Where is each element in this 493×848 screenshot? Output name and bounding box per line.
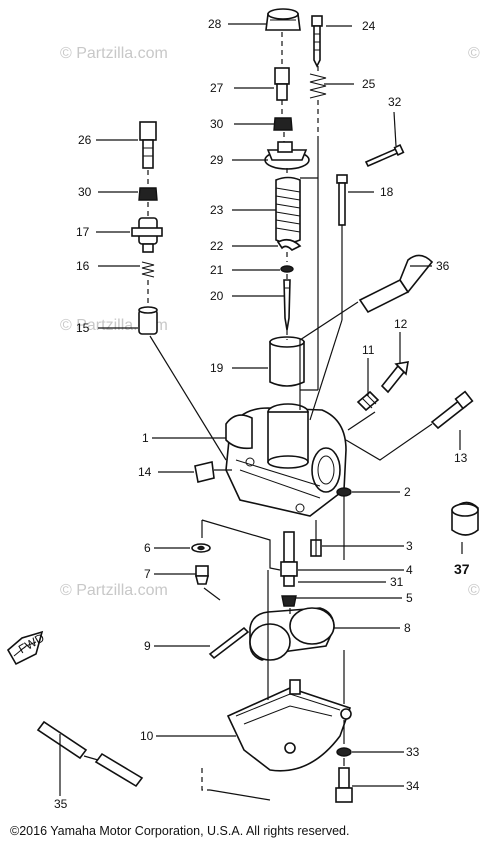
part-16-spring — [141, 261, 155, 278]
part-20-jet-needle — [283, 279, 291, 331]
assembly-guides — [83, 32, 433, 801]
callout-32: 32 — [388, 95, 402, 109]
part-17-starter-plunger-cap — [131, 217, 163, 253]
part-8-float — [249, 607, 335, 661]
callout-1: 1 — [142, 431, 149, 445]
callout-22: 22 — [210, 239, 224, 253]
callout-18: 18 — [380, 185, 394, 199]
callout-29: 29 — [210, 153, 224, 167]
part-12-pilot-screw — [380, 361, 409, 394]
part-26-cable-adjuster — [139, 121, 157, 169]
fwd-arrow-icon: FWD — [6, 630, 47, 666]
part-30-nut-upper — [273, 117, 293, 131]
callout-24: 24 — [362, 19, 376, 33]
part-30-nut-lower — [138, 187, 158, 201]
callout-34: 34 — [406, 779, 420, 793]
part-24-throttle-stop-screw — [311, 15, 323, 68]
callout-35: 35 — [54, 797, 68, 811]
part-21-washer — [280, 265, 294, 273]
part-2-gasket — [336, 487, 352, 497]
part-7-screw — [194, 565, 210, 585]
callout-37: 37 — [454, 561, 470, 577]
part-13-screw — [430, 390, 474, 430]
part-9-float-pin — [208, 626, 250, 660]
callout-17: 17 — [76, 225, 90, 239]
callout-9: 9 — [144, 639, 151, 653]
part-19-throttle-valve — [269, 336, 305, 387]
callout-3: 3 — [406, 539, 413, 553]
copyright-notice: ©2016 Yamaha Motor Corporation, U.S.A. A… — [10, 824, 350, 838]
callout-33: 33 — [406, 745, 420, 759]
watermark: © Partzilla.com — [60, 582, 168, 599]
part-34-drain-screw — [335, 767, 353, 803]
callout-14: 14 — [138, 465, 152, 479]
watermark: © — [468, 45, 480, 62]
callout-20: 20 — [210, 289, 224, 303]
callout-26: 26 — [78, 133, 92, 147]
watermarks: © Partzilla.com © Partzilla.com © Partzi… — [60, 45, 480, 599]
part-33-washer — [336, 747, 352, 757]
callout-4: 4 — [406, 563, 413, 577]
part-37-insulator — [451, 501, 479, 536]
watermark: © — [468, 582, 480, 599]
part-5-main-jet — [281, 595, 297, 607]
callout-31: 31 — [390, 575, 404, 589]
callout-2: 2 — [404, 485, 411, 499]
part-36-hose — [358, 254, 434, 314]
part-28-mixing-chamber-cap — [265, 8, 301, 31]
part-27-cable-adjuster — [274, 67, 290, 101]
callout-25: 25 — [362, 77, 376, 91]
callout-21: 21 — [210, 263, 224, 277]
leader-lines — [59, 23, 463, 796]
part-32-screw — [364, 144, 405, 168]
callout-16: 16 — [76, 259, 90, 273]
part-6-washer — [191, 543, 211, 553]
callout-19: 19 — [210, 361, 224, 375]
callout-5: 5 — [406, 591, 413, 605]
callout-labels: 28 24 25 27 30 26 29 32 30 18 23 17 22 1… — [54, 17, 470, 811]
part-23-throttle-valve-spring — [275, 176, 301, 244]
callout-6: 6 — [144, 541, 151, 555]
part-14-nut — [194, 461, 215, 483]
part-1-carburetor-body — [225, 403, 347, 517]
callout-7: 7 — [144, 567, 151, 581]
callout-8: 8 — [404, 621, 411, 635]
part-15-starter-plunger — [138, 306, 158, 335]
callout-30-lower: 30 — [78, 185, 92, 199]
callout-11: 11 — [362, 343, 375, 357]
callout-36: 36 — [436, 259, 450, 273]
watermark: © Partzilla.com — [60, 45, 168, 62]
callout-12: 12 — [394, 317, 408, 331]
part-4-needle-jet — [280, 531, 298, 587]
callout-27: 27 — [210, 81, 224, 95]
callout-30-upper: 30 — [210, 117, 224, 131]
callout-10: 10 — [140, 729, 154, 743]
part-10-float-bowl — [226, 679, 352, 772]
callout-13: 13 — [454, 451, 468, 465]
part-29-top-plate — [264, 141, 310, 170]
part-18-pin — [336, 174, 348, 226]
callout-15: 15 — [76, 321, 90, 335]
callout-28: 28 — [208, 17, 222, 31]
part-11-air-screw — [356, 390, 380, 412]
callout-23: 23 — [210, 203, 224, 217]
part-25-spring — [309, 73, 327, 99]
part-22-needle-clip — [276, 238, 302, 251]
part-35-hoses — [36, 720, 144, 788]
